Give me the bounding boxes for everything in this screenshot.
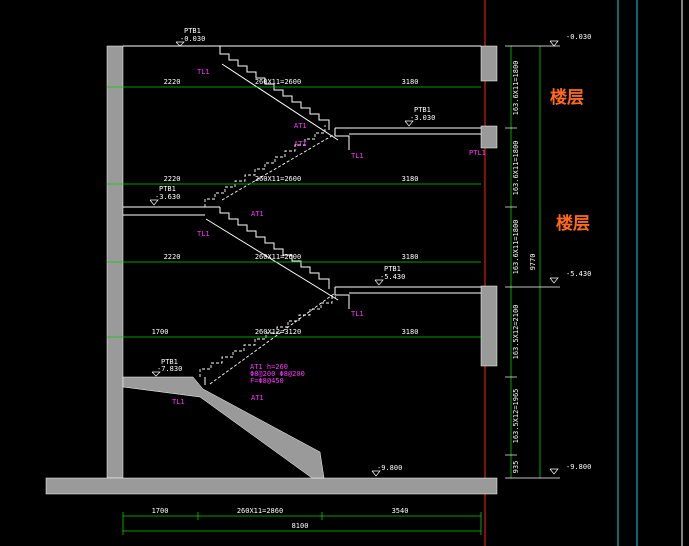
dim-text-total: 8100 — [292, 522, 309, 530]
elevation-label: -9.800 — [566, 463, 591, 471]
vdim-text: 935 — [512, 461, 520, 474]
elev-marker — [175, 41, 185, 47]
vdim-text: 163.6X11=1800 — [512, 220, 520, 275]
dim-text: 2220 — [164, 175, 181, 183]
right-wall-stub — [480, 285, 498, 367]
dim-text: 260X11=2600 — [255, 253, 301, 261]
elev-marker — [549, 40, 559, 47]
floor-label-upper: 楼层 — [550, 87, 584, 108]
elevation-label: -7.830 — [157, 365, 182, 373]
tl-tag: TL1 — [172, 398, 185, 406]
dim-text: 1700 — [152, 328, 169, 336]
elev-marker — [374, 279, 384, 286]
stair-steps-hidden — [204, 125, 326, 207]
elevation-label: -0.030 — [180, 35, 205, 43]
elev-marker — [404, 120, 414, 127]
stair-steps — [334, 287, 350, 309]
vdim-total: 9770 — [529, 254, 537, 271]
stair-steps — [219, 46, 330, 130]
vdim-text: 163.5X12=1965 — [512, 389, 520, 444]
dim-text: 3540 — [392, 507, 409, 515]
elevation-label: -5.430 — [380, 273, 405, 281]
elevation-label: -5.430 — [566, 270, 591, 278]
floor-label-lower: 楼层 — [556, 213, 590, 234]
stair-steps-hidden — [199, 296, 336, 377]
at-tag: AT1 — [251, 210, 264, 218]
tl-tag: TL1 — [197, 230, 210, 238]
elev-tag: PTB1 — [159, 185, 176, 193]
tl-tag: TL1 — [197, 68, 210, 76]
elevation-label: -3.030 — [410, 114, 435, 122]
elevation-label: -0.030 — [566, 33, 591, 41]
at-tag: AT1 — [294, 122, 307, 130]
stair-soffit — [221, 63, 339, 141]
vdim-text: 163.6X11=1800 — [512, 61, 520, 116]
dim-text: 3180 — [402, 78, 419, 86]
tl-tag: TL1 — [351, 310, 364, 318]
dim-text: 1700 — [152, 507, 169, 515]
at-detail: AT1 h=260 — [250, 363, 288, 371]
elev-marker — [151, 371, 161, 377]
stair-steps — [334, 128, 350, 150]
vdim-text: 163.6X11=1800 — [512, 141, 520, 196]
dim-text: 2220 — [164, 253, 181, 261]
elev-tag: PTB1 — [161, 358, 178, 366]
right-wall-stub — [480, 45, 498, 82]
elev-tag: PTB1 — [184, 27, 201, 35]
vdim-text: 163.5X12=2100 — [512, 305, 520, 360]
right-wall-stub — [480, 125, 498, 149]
dim-text: 2220 — [164, 78, 181, 86]
lower-stair-flight — [122, 376, 325, 479]
dim-text: 260X11=2860 — [237, 507, 283, 515]
dim-text: 3180 — [402, 328, 419, 336]
dim-text: 260X12=3120 — [255, 328, 301, 336]
stair-soffit-hidden — [209, 292, 336, 385]
elev-marker — [149, 199, 159, 206]
at-tag: AT1 — [251, 394, 264, 402]
elev-marker — [371, 470, 381, 477]
dim-text: 260X11=2600 — [255, 78, 301, 86]
at-detail: Φ8@200 Φ8@200 — [250, 370, 305, 378]
stair-steps — [219, 207, 330, 289]
elev-marker — [549, 277, 559, 284]
stair-soffit-hidden — [221, 133, 336, 201]
elevation-label: -9.800 — [377, 464, 402, 472]
stair-soffit — [205, 218, 339, 301]
elev-marker — [549, 468, 559, 475]
at-detail: F=Φ8@450 — [250, 377, 284, 385]
dim-text: 260X11=2600 — [255, 175, 301, 183]
elevation-label: -3.630 — [155, 193, 180, 201]
dim-text: 3180 — [402, 175, 419, 183]
tl-tag: TL1 — [351, 152, 364, 160]
at-tag: AT1 — [294, 140, 307, 148]
ptl-tag: PTL1 — [469, 149, 486, 157]
dim-text: 3180 — [402, 253, 419, 261]
base-slab — [45, 477, 498, 495]
elev-tag: PTB1 — [414, 106, 431, 114]
elev-tag: PTB1 — [384, 265, 401, 273]
